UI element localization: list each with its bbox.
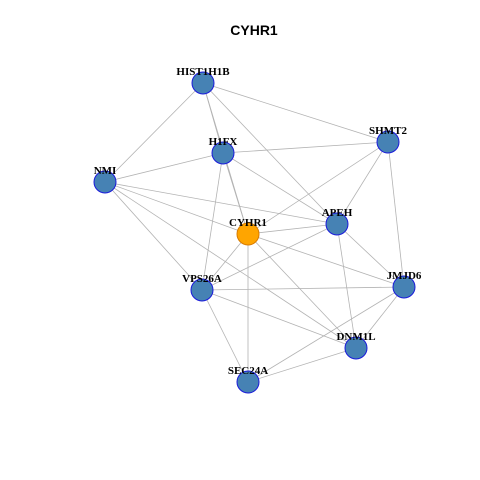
edge-vps26a-dnm1l (201, 289, 357, 349)
edge-hist1h1b-apeh (202, 82, 338, 225)
edge-h1fx-cyhr1 (222, 152, 249, 235)
edge-cyhr1-apeh (247, 223, 338, 235)
edge-apeh-vps26a (201, 223, 338, 291)
edge-hist1h1b-shmt2 (202, 82, 389, 143)
node-cyhr1 (236, 222, 260, 246)
edges-layer (104, 82, 405, 383)
edge-cyhr1-vps26a (201, 233, 249, 291)
node-label-nmi: NMI (94, 165, 117, 177)
node-label-h1fx: H1FX (209, 136, 238, 148)
node-shmt2 (376, 130, 400, 154)
edge-apeh-dnm1l (336, 223, 357, 349)
node-sec24a (236, 370, 260, 394)
node-label-apeh: APEH (322, 207, 353, 219)
edge-vps26a-jmjd6 (201, 286, 405, 291)
node-hist1h1b (191, 71, 215, 95)
edge-nmi-apeh (104, 181, 338, 225)
node-h1fx (211, 141, 235, 165)
edge-dnm1l-sec24a (247, 347, 357, 383)
node-apeh (325, 212, 349, 236)
edge-vps26a-sec24a (201, 289, 249, 383)
edge-jmjd6-dnm1l (355, 286, 405, 349)
edge-cyhr1-dnm1l (247, 233, 357, 349)
edge-apeh-jmjd6 (336, 223, 405, 288)
edge-h1fx-shmt2 (222, 141, 389, 154)
node-label-cyhr1: CYHR1 (229, 217, 267, 229)
node-label-shmt2: SHMT2 (369, 125, 407, 137)
edge-jmjd6-sec24a (247, 286, 405, 383)
graph-title: CYHR1 (230, 22, 278, 38)
node-nmi (93, 170, 117, 194)
node-vps26a (190, 278, 214, 302)
node-label-jmjd6: JMJD6 (387, 270, 422, 282)
edge-nmi-h1fx (104, 152, 224, 183)
edge-shmt2-jmjd6 (387, 141, 405, 288)
nodes-layer (93, 71, 416, 394)
node-label-hist1h1b: HIST1H1B (176, 66, 230, 78)
node-jmjd6 (392, 275, 416, 299)
edge-nmi-cyhr1 (104, 181, 249, 235)
edge-nmi-dnm1l (104, 181, 357, 349)
edge-nmi-vps26a (104, 181, 203, 291)
edge-h1fx-apeh (222, 152, 338, 225)
edge-hist1h1b-nmi (104, 82, 204, 183)
node-label-vps26a: VPS26A (182, 273, 222, 285)
edge-cyhr1-jmjd6 (247, 233, 405, 288)
edge-shmt2-apeh (336, 141, 389, 225)
edge-shmt2-cyhr1 (247, 141, 389, 235)
node-label-sec24a: SEC24A (228, 365, 268, 377)
node-label-dnm1l: DNM1L (336, 331, 375, 343)
node-dnm1l (344, 336, 368, 360)
